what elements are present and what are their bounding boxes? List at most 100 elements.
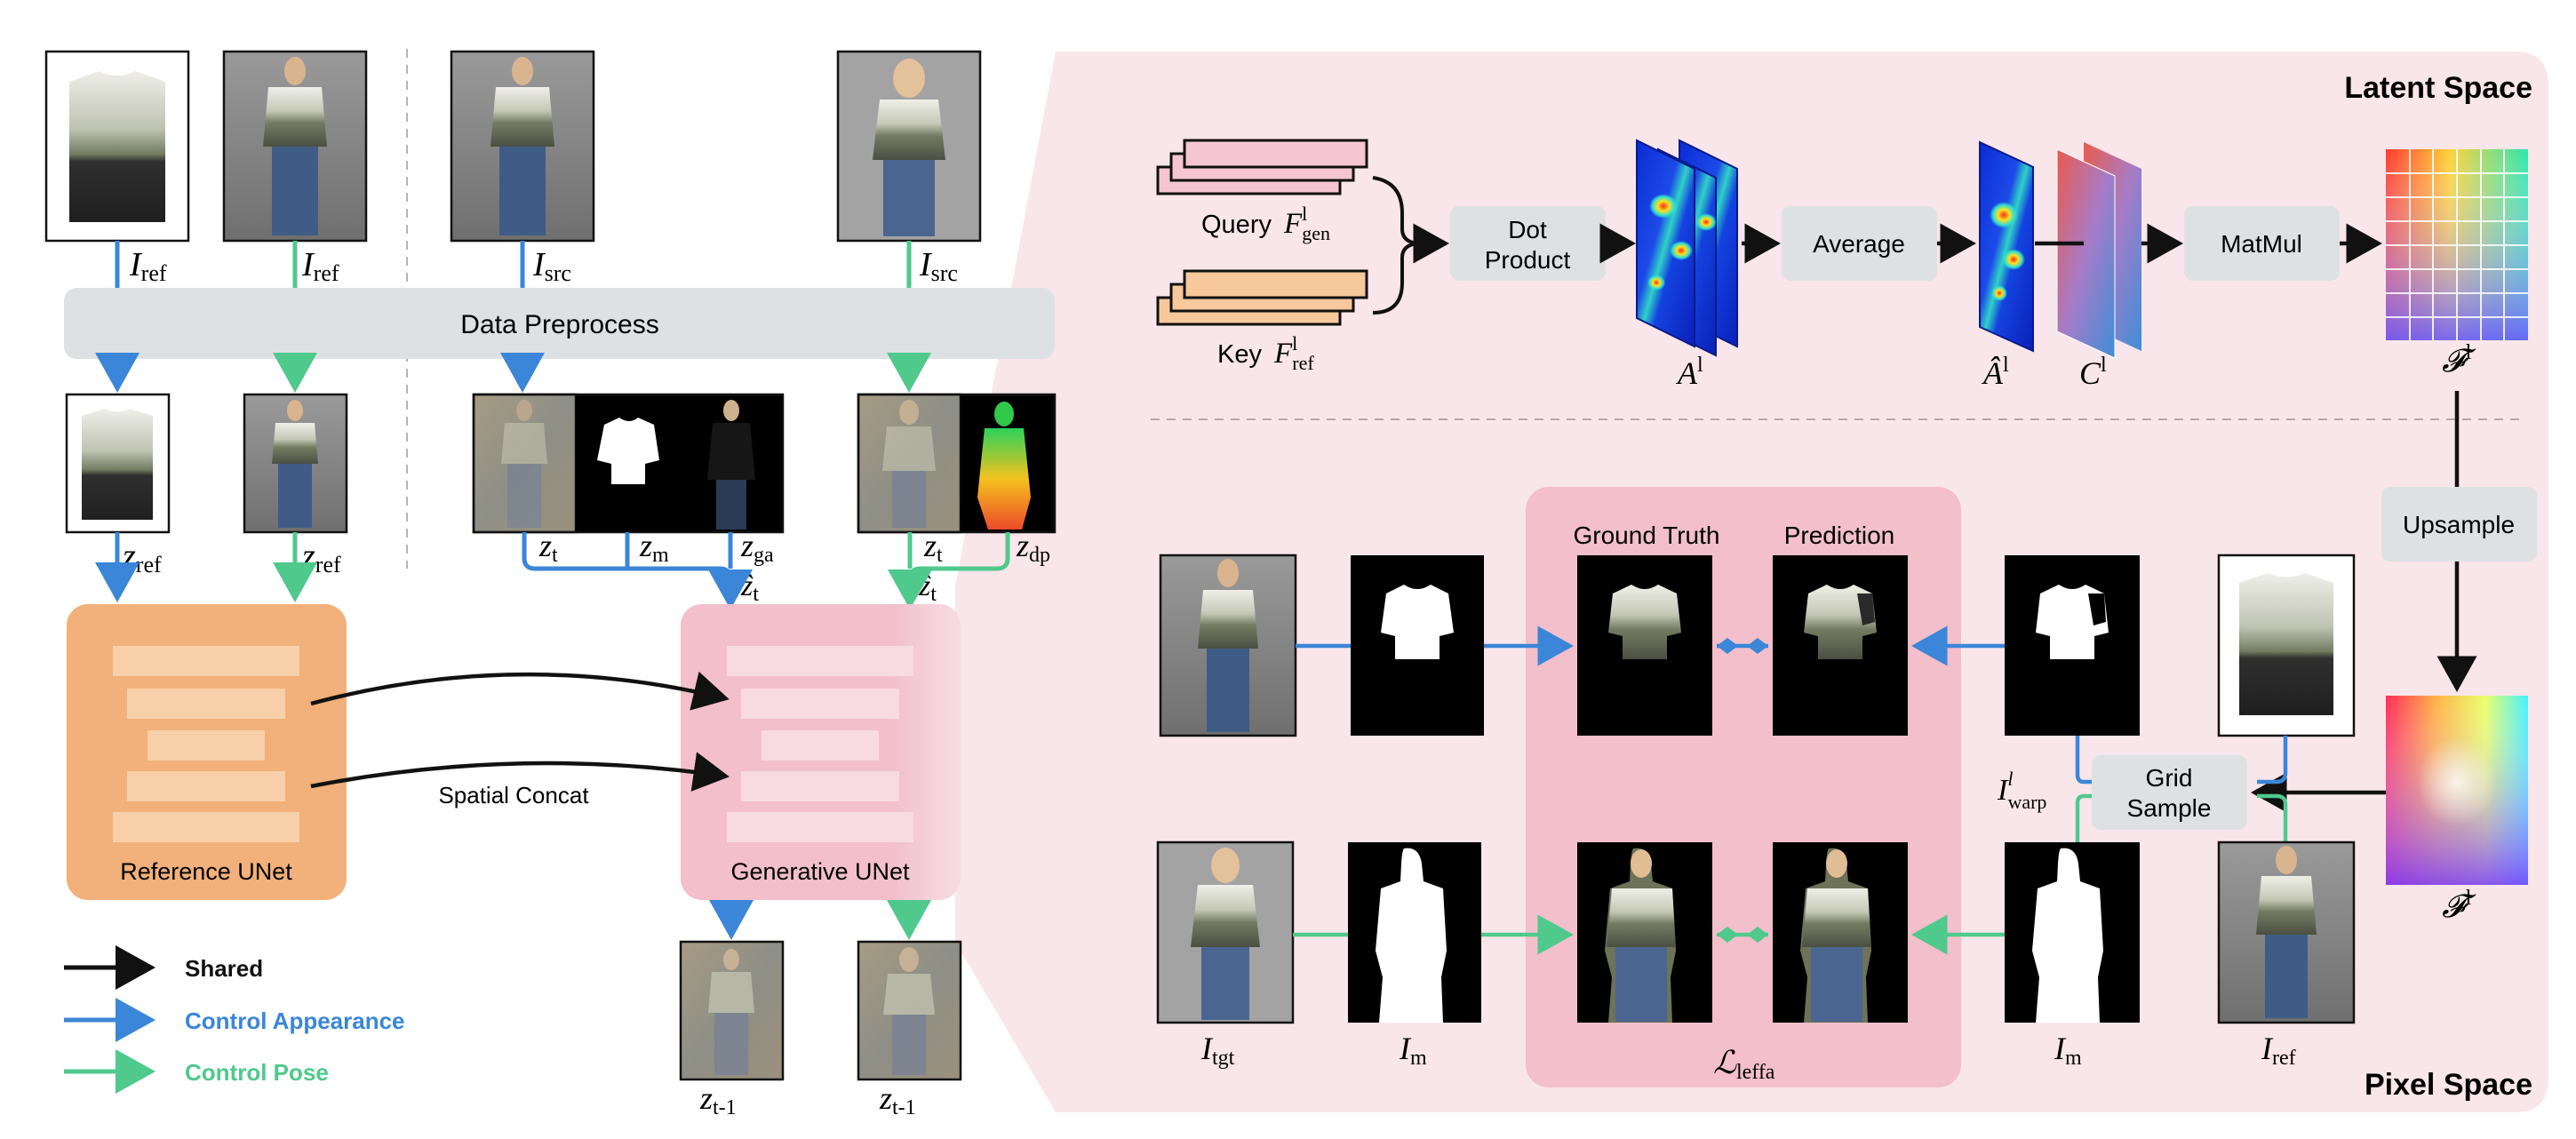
- generative-unet-label: Generative UNet: [730, 858, 910, 885]
- matmul-box: [2184, 206, 2340, 281]
- query-feature-stack: [1156, 139, 1368, 195]
- label-i-ref-1: Iref: [129, 246, 167, 286]
- legend-appearance-label: Control Appearance: [185, 1008, 405, 1034]
- legend-shared-label: Shared: [185, 955, 263, 982]
- label-z-dp: zdp: [1016, 528, 1050, 567]
- person-mask-image: [1348, 842, 1481, 1023]
- coordinate-map-label: Cl: [2079, 354, 2107, 391]
- attention-map-stack: [1636, 139, 1738, 357]
- label-z-ref-p: zref: [301, 538, 341, 577]
- reference-unet-label: Reference UNet: [120, 858, 292, 885]
- label-i-m-right: Im: [2054, 1031, 2082, 1070]
- grid-sample-label: Grid: [2146, 764, 2193, 792]
- svg-text:Iref: Iref: [301, 246, 339, 286]
- label-z-t-a: zt: [538, 528, 558, 567]
- spatial-concat-label: Spatial Concat: [438, 782, 589, 808]
- flow-field-grid: [2386, 149, 2528, 340]
- coordinate-map-stack: [2056, 142, 2141, 359]
- predicted-person: [1773, 842, 1908, 1023]
- garment-mask-image: [1351, 555, 1484, 736]
- label-z-t-p: zt: [923, 528, 943, 567]
- ground-truth-garment: [1577, 555, 1712, 736]
- output-latent-image: [857, 940, 962, 1081]
- arrow-appearance: [2075, 736, 2092, 785]
- garment-mask-image: [576, 394, 681, 532]
- dot-product-label: Dot: [1508, 216, 1547, 243]
- noisy-latent-image: [857, 393, 962, 534]
- label-z-m: zm: [639, 528, 669, 567]
- matmul-label: MatMul: [2221, 230, 2302, 258]
- person-image-icon: [450, 50, 595, 243]
- attention-map-label: Al: [1676, 354, 1703, 391]
- spatial-concat-arrow: [310, 671, 730, 711]
- comparison-link: [1717, 927, 1768, 943]
- dot-product-box: [1450, 206, 1606, 281]
- svg-text:Isrc: Isrc: [919, 246, 958, 286]
- output-latent-image: [679, 940, 785, 1081]
- upsampled-flow-field: [2386, 696, 2528, 885]
- densepose-image: [961, 394, 1055, 532]
- composite-frame: [857, 393, 1057, 534]
- averaged-attention-label: Âl: [1982, 354, 2009, 391]
- generative-unet: Generative UNet: [681, 604, 961, 900]
- noisy-latent-image: [472, 393, 578, 534]
- arrow-pose: [2257, 793, 2288, 842]
- legend: Shared Control Appearance Control Pose: [64, 945, 405, 1094]
- label-i-src-2: Isrc: [919, 246, 958, 286]
- leffa-loss-label: ℒleffa: [1713, 1045, 1775, 1084]
- dot-product-label-2: Product: [1485, 246, 1571, 274]
- person-image-icon: [243, 393, 348, 534]
- key-feature-stack: [1156, 269, 1368, 326]
- person-image-icon: [1159, 554, 1297, 737]
- label-z-hat-a: ẑt: [740, 570, 759, 606]
- label-i-tgt: Itgt: [1200, 1031, 1235, 1070]
- arrow-appearance: [2257, 736, 2288, 785]
- reference-unet: Reference UNet: [67, 604, 347, 900]
- garment-agnostic-image: [681, 394, 783, 532]
- label-i-m-left: Im: [1399, 1031, 1427, 1070]
- person-image-icon: [2217, 840, 2356, 1024]
- predicted-garment: [1773, 555, 1908, 736]
- arrow-pose: [2075, 793, 2092, 842]
- label-i-ref-2: Iref: [301, 246, 339, 286]
- upsample-box: [2381, 487, 2537, 562]
- person-image-icon: [836, 50, 982, 243]
- legend-pose-label: Control Pose: [185, 1059, 329, 1086]
- svg-text:Isrc: Isrc: [532, 246, 571, 286]
- label-z-t-1-a: zt-1: [699, 1080, 737, 1119]
- arrow-pose: [888, 532, 1010, 609]
- ground-truth-label: Ground Truth: [1574, 522, 1720, 549]
- pixel-space-title: Pixel Space: [2365, 1068, 2532, 1102]
- ground-truth-person: [1577, 842, 1712, 1023]
- upsample-label: Upsample: [2403, 511, 2515, 538]
- comparison-link: [1717, 638, 1768, 654]
- warped-garment-mask: [2005, 555, 2140, 736]
- zoom-connector: [955, 52, 1095, 1112]
- prediction-label: Prediction: [1784, 522, 1895, 549]
- label-z-ref-a: zref: [122, 538, 162, 577]
- person-image-icon: [1156, 840, 1295, 1024]
- garment-image-icon: [2217, 554, 2356, 737]
- garment-image-icon: [44, 50, 190, 243]
- label-z-hat-p: ẑt: [918, 570, 937, 606]
- latent-space-title: Latent Space: [2344, 71, 2532, 105]
- label-i-ref: Iref: [2261, 1031, 2296, 1070]
- data-preprocess-label: Data Preprocess: [460, 310, 658, 339]
- grid-sample-box: [2092, 755, 2247, 830]
- label-z-ga: zga: [740, 528, 774, 567]
- label-i-src-1: Isrc: [532, 246, 571, 286]
- grid-sample-label-2: Sample: [2127, 794, 2212, 822]
- averaged-attention-map: [1979, 140, 2034, 353]
- person-image-icon: [222, 50, 368, 243]
- svg-text:Iref: Iref: [129, 246, 167, 286]
- label-z-t-1-b: zt-1: [879, 1080, 916, 1119]
- garment-image-icon: [65, 393, 171, 534]
- average-box: [1782, 206, 1937, 281]
- data-preprocess-bar: [64, 288, 1055, 359]
- average-label: Average: [1813, 230, 1905, 258]
- spatial-concat-arrow: [310, 752, 730, 792]
